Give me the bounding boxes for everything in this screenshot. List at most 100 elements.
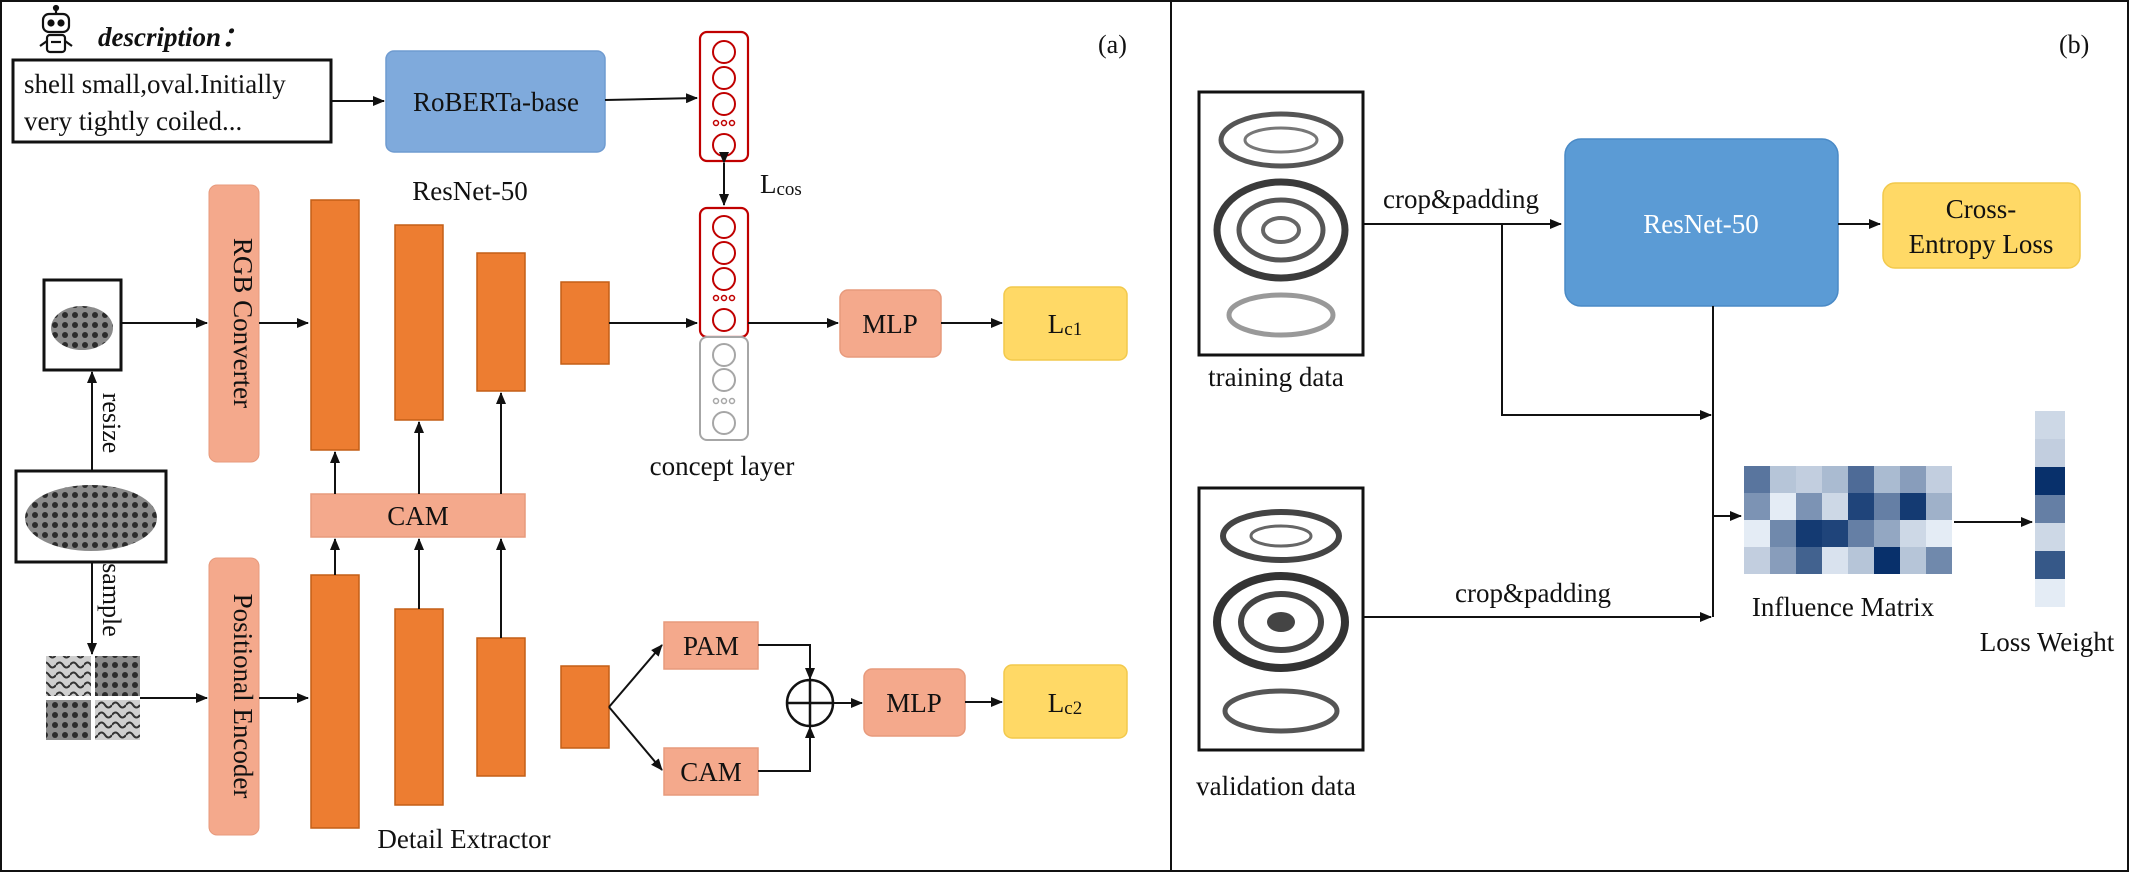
influence-matrix-cell <box>1770 520 1796 547</box>
resnet-block-3 <box>476 252 526 392</box>
fusion-plus-icon <box>785 678 835 728</box>
influence-matrix-cell <box>1926 520 1952 547</box>
resnet-block-4 <box>560 281 610 365</box>
arrow-training-branch-to-join <box>1501 224 1712 420</box>
influence-matrix-heatmap <box>1744 466 1952 574</box>
loss-weight-cell <box>2035 579 2065 607</box>
influence-matrix-cell <box>1848 466 1874 493</box>
text-embedding-column <box>698 30 750 163</box>
influence-matrix-cell <box>1796 520 1822 547</box>
influence-matrix-cell <box>1900 466 1926 493</box>
influence-matrix-cell <box>1744 520 1770 547</box>
influence-matrix-cell <box>1744 493 1770 520</box>
arrow-pam-to-fusion <box>758 644 815 680</box>
description-line-1: shell small,oval.Initially <box>24 69 286 99</box>
resized-fossil-image <box>51 306 113 350</box>
resnet-box-b <box>1564 138 1839 307</box>
influence-matrix-cell <box>1744 466 1770 493</box>
cross-entropy-box <box>1882 182 2081 269</box>
mlp-label-bottom: MLP <box>886 688 942 718</box>
influence-matrix-cell <box>1926 493 1952 520</box>
loss-weight-cell <box>2035 523 2065 551</box>
crop-padding-top-label: crop&padding <box>1383 184 1539 214</box>
loss-weight-cell <box>2035 411 2065 439</box>
influence-matrix-cell <box>1874 466 1900 493</box>
cam2-label: CAM <box>680 757 742 787</box>
influence-matrix-cell <box>1744 547 1770 574</box>
description-title: description： <box>98 22 248 52</box>
resnet-label-b: ResNet-50 <box>1643 209 1758 239</box>
training-fossil-images <box>1213 111 1349 338</box>
loss-weight-cell <box>2035 551 2065 579</box>
detail-block-4 <box>560 665 610 749</box>
influence-matrix-cell <box>1822 520 1848 547</box>
panel-b-tag: (b) <box>2059 30 2089 59</box>
influence-matrix-cell <box>1770 466 1796 493</box>
loss-weight-label: Loss Weight <box>1980 627 2115 657</box>
loss-weight-cell <box>2035 467 2065 495</box>
training-data-frame <box>1197 90 1365 357</box>
description-line-2: very tightly coiled... <box>24 106 242 136</box>
cam2-box <box>663 747 759 796</box>
influence-matrix-label: Influence Matrix <box>1752 592 1935 622</box>
influence-matrix-cell <box>1848 547 1874 574</box>
resnet-block-1 <box>310 199 360 451</box>
influence-matrix-cell <box>1926 466 1952 493</box>
training-data-label: training data <box>1208 362 1344 392</box>
detail-block-1 <box>310 574 360 829</box>
resize-label: resize <box>97 393 126 454</box>
lc1-label: Lc1 <box>1048 309 1082 340</box>
influence-matrix-cell <box>1900 547 1926 574</box>
influence-matrix-cell <box>1796 493 1822 520</box>
cam-bar-label: CAM <box>387 501 449 531</box>
loss-weight-cell <box>2035 495 2065 523</box>
arrow-cam2-to-fusion <box>758 726 815 772</box>
influence-matrix-cell <box>1926 547 1952 574</box>
arrow-detail4-to-pam <box>608 644 663 708</box>
loss-weight-column <box>2035 411 2065 607</box>
influence-matrix-cell <box>1874 520 1900 547</box>
lc2-box <box>1003 664 1128 739</box>
influence-matrix-cell <box>1822 493 1848 520</box>
influence-matrix-cell <box>1900 520 1926 547</box>
lc1-box <box>1003 286 1128 361</box>
arrow-roberta-to-embedding <box>604 93 698 104</box>
detail-extractor-label: Detail Extractor <box>377 824 550 854</box>
panel-b-frame <box>1170 0 2129 872</box>
lc2-label: Lc2 <box>1048 688 1082 719</box>
roberta-label: RoBERTa-base <box>413 87 579 117</box>
influence-matrix-cell <box>1848 493 1874 520</box>
influence-matrix-cell <box>1796 466 1822 493</box>
cross-entropy-line-2: Entropy Loss <box>1909 229 2054 259</box>
sampled-patches-image <box>46 656 140 740</box>
influence-matrix-cell <box>1822 466 1848 493</box>
arrow-detail4-to-cam2 <box>608 706 663 771</box>
influence-matrix-cell <box>1874 547 1900 574</box>
detail-block-2 <box>394 608 444 806</box>
roberta-box <box>385 50 606 153</box>
pam-box <box>663 621 759 670</box>
rgb-converter-label: RGB Converter <box>228 238 258 408</box>
resnet-label-a: ResNet-50 <box>412 176 527 206</box>
influence-matrix-cell <box>1796 547 1822 574</box>
lcos-label: Lcos <box>760 169 802 200</box>
cross-entropy-line-1: Cross- <box>1946 194 2017 224</box>
validation-fossil-images <box>1213 509 1349 734</box>
loss-weight-cell <box>2035 439 2065 467</box>
influence-matrix-cell <box>1822 547 1848 574</box>
pam-label: PAM <box>683 631 739 661</box>
concept-layer-label: concept layer <box>650 451 795 481</box>
sample-label: sample <box>97 563 126 637</box>
positional-encoder-label: Positional Encoder <box>228 594 258 799</box>
validation-data-label: validation data <box>1196 771 1356 801</box>
influence-matrix-cell <box>1848 520 1874 547</box>
concept-layer-column <box>698 206 750 441</box>
source-fossil-image <box>25 485 157 551</box>
mlp-label-top: MLP <box>862 309 918 339</box>
influence-matrix-cell <box>1770 493 1796 520</box>
influence-matrix-cell <box>1770 547 1796 574</box>
positional-encoder-box <box>208 557 260 836</box>
influence-matrix-cell <box>1900 493 1926 520</box>
panel-a-tag: (a) <box>1098 30 1127 59</box>
